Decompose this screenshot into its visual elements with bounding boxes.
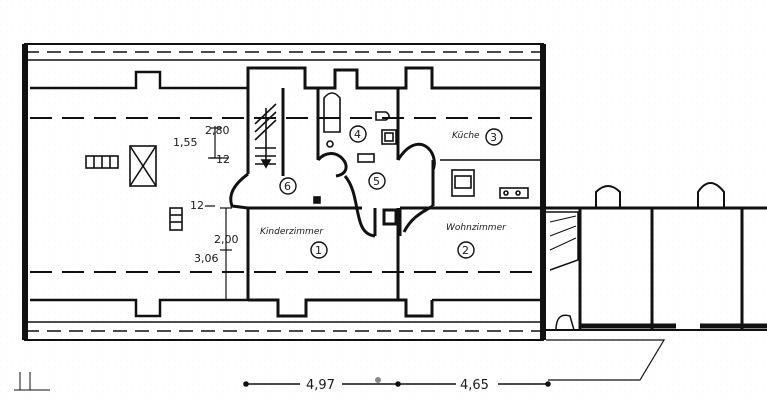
room-name-kueche: Küche — [452, 131, 480, 141]
staircase-symbol — [254, 103, 277, 169]
room-name-kinderzimmer: Kinderzimmer — [260, 227, 324, 237]
room-number-circle-4 — [349, 125, 367, 143]
dimension-bottom-4-65: 4,65 — [460, 378, 489, 393]
left-dimension-lines — [205, 126, 232, 300]
room-number-bad: 4 — [354, 128, 361, 141]
dimension-1-55: 1,55 — [173, 136, 198, 149]
dimension-12-top: 12 — [216, 153, 230, 166]
dimension-2-80: 2,80 — [205, 124, 230, 137]
bottom-dimension-line — [14, 372, 551, 391]
room-number-circle-5 — [368, 172, 386, 190]
room-number-kinderzimmer: 1 — [315, 244, 322, 257]
dimension-bottom-4-97: 4,97 — [306, 378, 335, 393]
knee-walls — [30, 70, 540, 318]
bathroom-fixtures — [323, 92, 397, 163]
room-number-circle-3 — [485, 128, 503, 146]
room-number-circle-2 — [457, 241, 475, 259]
roof-slope-lines — [30, 117, 540, 273]
dwelling-walls — [229, 66, 540, 318]
room-number-wohnzimmer: 2 — [462, 244, 469, 257]
dimension-2-00: 2,00 — [214, 233, 239, 246]
attic-chimney-and-windows — [85, 145, 321, 231]
kitchen-fixtures — [451, 169, 529, 199]
dimension-12-left: 12 — [190, 199, 204, 212]
room-number-flur: 5 — [373, 175, 380, 188]
room-number-circle-1 — [310, 241, 328, 259]
outer-roof-outline — [22, 43, 546, 341]
right-annex — [546, 182, 767, 381]
room-number-kueche: 3 — [490, 131, 497, 144]
room-number-treppe: 6 — [284, 180, 291, 193]
dimension-3-06: 3,06 — [194, 252, 219, 265]
room-name-wohnzimmer: Wohnzimmer — [446, 223, 507, 233]
room-number-circle-6 — [279, 177, 297, 195]
